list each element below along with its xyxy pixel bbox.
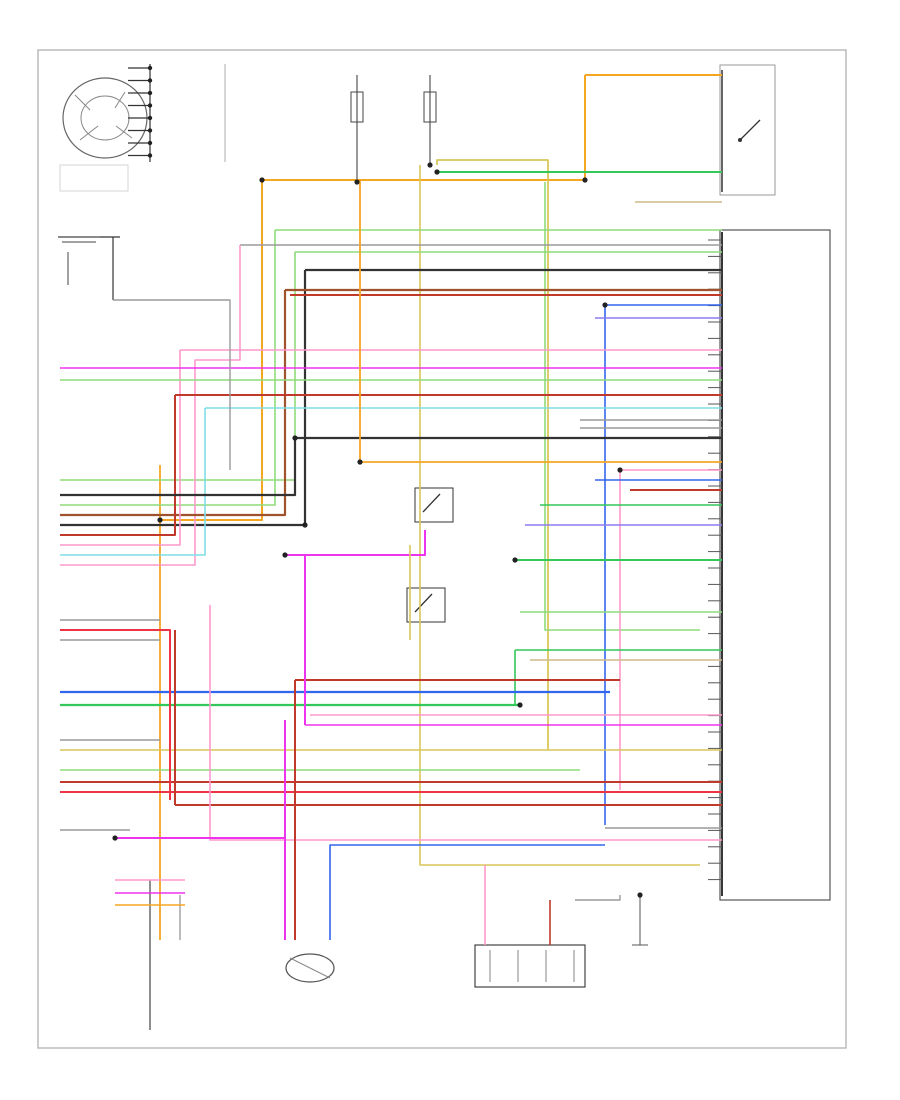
distributor-pin	[147, 153, 153, 158]
distributor-pin	[147, 115, 153, 121]
ground-symbol	[632, 895, 648, 946]
splice-dot	[582, 177, 588, 183]
splice-dot	[259, 177, 265, 183]
distributor-pin	[147, 128, 153, 133]
diagram-border	[37, 49, 847, 1049]
wire-red	[60, 629, 171, 800]
wire-brown	[60, 290, 287, 517]
crank-sensor-component	[58, 236, 120, 300]
hot-in-run-fuse	[350, 75, 364, 182]
splice-dot	[282, 552, 288, 558]
distributor-pin	[147, 140, 153, 146]
splice-dot	[292, 435, 298, 441]
wire-lightgreen	[544, 182, 700, 631]
wire-grey	[575, 895, 621, 901]
wire-pink	[60, 350, 181, 546]
splice-dot	[354, 179, 360, 185]
splice-dot	[157, 517, 163, 523]
injector-connector	[474, 944, 586, 988]
wire-harness	[60, 74, 722, 945]
splice-points	[112, 162, 643, 898]
splice-dot	[517, 702, 523, 708]
ecm-box	[719, 229, 831, 901]
distributor-pin	[147, 65, 153, 71]
wire-yellow	[436, 159, 549, 750]
park-neutral-switch	[414, 487, 454, 523]
clutch-switch	[406, 587, 446, 623]
splice-dot	[357, 459, 363, 465]
hot-at-all-times-fuse	[423, 75, 437, 165]
speed-sensor-component	[285, 953, 335, 983]
splice-dot	[512, 557, 518, 563]
splice-dot	[302, 522, 308, 528]
distributor-pin	[147, 103, 153, 108]
splice-dot	[112, 835, 118, 841]
wire-grey	[113, 299, 231, 470]
distributor-pin	[147, 90, 153, 96]
splice-dot	[637, 892, 643, 898]
distributor-pin	[147, 78, 153, 83]
wire-blue	[329, 844, 605, 940]
wire-yellow	[419, 165, 700, 866]
splice-dot	[427, 162, 433, 168]
splice-dot	[617, 467, 623, 473]
wire-lightblue	[60, 408, 206, 556]
splice-dot	[434, 169, 440, 175]
wire-magenta	[285, 530, 426, 556]
splice-dot	[602, 302, 608, 308]
wire-black	[60, 438, 297, 497]
wire-lightgreen	[60, 230, 276, 506]
wire-pink	[60, 245, 241, 566]
wire-darkred	[60, 395, 176, 536]
wire-pink	[209, 605, 722, 841]
